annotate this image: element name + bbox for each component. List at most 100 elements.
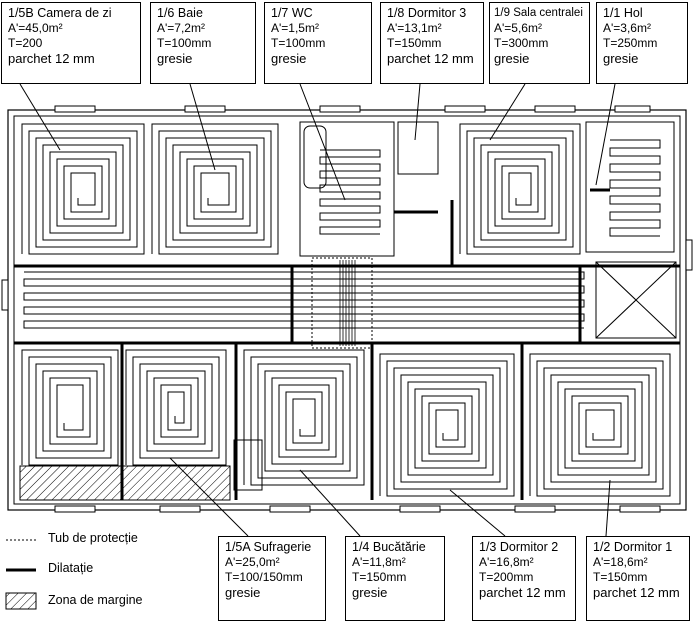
room-area: A'=45,0m² xyxy=(8,21,63,35)
room-finish: gresie xyxy=(603,51,639,66)
room-id: 1/8 xyxy=(387,6,405,20)
room-finish: gresie xyxy=(157,51,193,66)
room-area: A'=5,6m² xyxy=(494,21,542,35)
window xyxy=(54,505,96,513)
inner-wall xyxy=(13,115,681,505)
window xyxy=(159,505,201,513)
bathtub xyxy=(303,125,327,189)
room-name: Dormitor 1 xyxy=(613,540,673,554)
coil-loop xyxy=(609,139,661,237)
room-finish: parchet 12 mm xyxy=(8,51,95,66)
leader-line xyxy=(189,83,216,171)
leader-line xyxy=(299,83,346,201)
window xyxy=(1,279,9,311)
window xyxy=(534,105,576,113)
room-area: A'=18,6m² xyxy=(593,555,648,569)
leader-line xyxy=(169,457,249,537)
room-thickness: T=200mm xyxy=(479,570,534,584)
room-label-1-7: 1/7 WC A'=1,5m² T=100mm gresie xyxy=(264,2,372,84)
edge-zone xyxy=(19,465,231,501)
room-label-1-3: 1/3 Dormitor 2 A'=16,8m² T=200mm parchet… xyxy=(472,536,576,621)
room-id: 1/4 xyxy=(352,540,370,554)
room-name: Sufragerie xyxy=(253,540,312,554)
coil-loop xyxy=(21,123,145,255)
window xyxy=(184,105,226,113)
room-name: Dormitor 2 xyxy=(499,540,559,554)
room-finish: gresie xyxy=(271,51,307,66)
leader-line xyxy=(489,83,526,141)
coil-loop xyxy=(21,349,119,466)
building-walls xyxy=(1,105,693,513)
window xyxy=(269,505,311,513)
boiler-cross xyxy=(595,261,677,339)
window xyxy=(444,105,486,113)
room-id: 1/6 xyxy=(157,6,175,20)
heating-coils xyxy=(19,121,677,501)
coil-loop xyxy=(459,123,581,255)
room-area: A'=7,2m² xyxy=(157,21,205,35)
bath-area xyxy=(299,121,395,257)
edge-zone-symbol xyxy=(5,592,37,610)
room-label-1-9: 1/9 Sala centralei A'=5,6m² T=300mm gres… xyxy=(489,2,590,84)
room-id: 1/1 xyxy=(603,6,621,20)
room-label-1-8: 1/8 Dormitor 3 A'=13,1m² T=150mm parchet… xyxy=(380,2,484,84)
room-id: 1/5A xyxy=(225,540,251,554)
room-id: 1/7 xyxy=(271,6,289,20)
room-area: A'=13,1m² xyxy=(387,21,442,35)
room-thickness: T=100/150mm xyxy=(225,570,303,584)
room-name: Camera de zi xyxy=(37,6,112,20)
leader-line xyxy=(605,479,611,537)
room-name: Bucătărie xyxy=(372,540,426,554)
leader-line xyxy=(595,83,616,186)
room-name: Sala centralei xyxy=(513,7,583,19)
room-name: Hol xyxy=(623,6,643,20)
window xyxy=(319,105,361,113)
room-area: A'=1,5m² xyxy=(271,21,319,35)
room-name: Baie xyxy=(177,6,203,20)
coil-loop xyxy=(529,353,671,497)
room-finish: parchet 12 mm xyxy=(387,51,474,66)
outer-wall xyxy=(7,109,687,511)
room-area: A'=11,8m² xyxy=(352,555,406,569)
room-thickness: T=300mm xyxy=(494,36,549,50)
room-label-1-1: 1/1 Hol A'=3,6m² T=250mm gresie xyxy=(596,2,688,84)
room-area: A'=3,6m² xyxy=(603,21,651,35)
leader-line xyxy=(19,83,61,151)
legend-label: Dilatație xyxy=(48,561,94,575)
window xyxy=(614,105,651,113)
room-label-1-4: 1/4 Bucătărie A'=11,8m² T=150mm gresie xyxy=(345,536,445,621)
wc-area xyxy=(397,121,439,175)
room-thickness: T=150mm xyxy=(352,570,407,584)
room-area: A'=25,0m² xyxy=(225,555,280,569)
room-thickness: T=100mm xyxy=(157,36,212,50)
room-finish: gresie xyxy=(352,585,388,600)
room-label-1-5B: 1/5B Camera de zi A'=45,0m² T=200 parche… xyxy=(1,2,141,84)
window xyxy=(399,505,441,513)
room-thickness: T=150mm xyxy=(593,570,648,584)
legend-label: Tub de protecție xyxy=(48,531,138,545)
coil-loop xyxy=(319,149,381,235)
coil-loop xyxy=(23,271,585,329)
boiler-area xyxy=(595,261,677,339)
window xyxy=(514,505,556,513)
room-finish: gresie xyxy=(494,51,530,66)
leader-line xyxy=(414,83,421,141)
room-thickness: T=200 xyxy=(8,36,43,50)
leader-line xyxy=(449,489,506,537)
room-name: WC xyxy=(291,6,313,20)
coil-loop xyxy=(125,349,227,466)
room-thickness: T=250mm xyxy=(603,36,658,50)
coil-loop xyxy=(379,353,515,497)
room-id: 1/9 xyxy=(494,7,510,19)
room-thickness: T=100mm xyxy=(271,36,326,50)
room-label-1-5A: 1/5A Sufragerie A'=25,0m² T=100/150mm gr… xyxy=(218,536,326,621)
coil-loop xyxy=(151,123,279,255)
room-finish: gresie xyxy=(225,585,261,600)
room-area: A'=16,8m² xyxy=(479,555,534,569)
room-id: 1/2 xyxy=(593,540,611,554)
room-id: 1/3 xyxy=(479,540,497,554)
room-finish: parchet 12 mm xyxy=(593,585,680,600)
kitchen-unit xyxy=(233,439,263,491)
room-name: Dormitor 3 xyxy=(407,6,467,20)
